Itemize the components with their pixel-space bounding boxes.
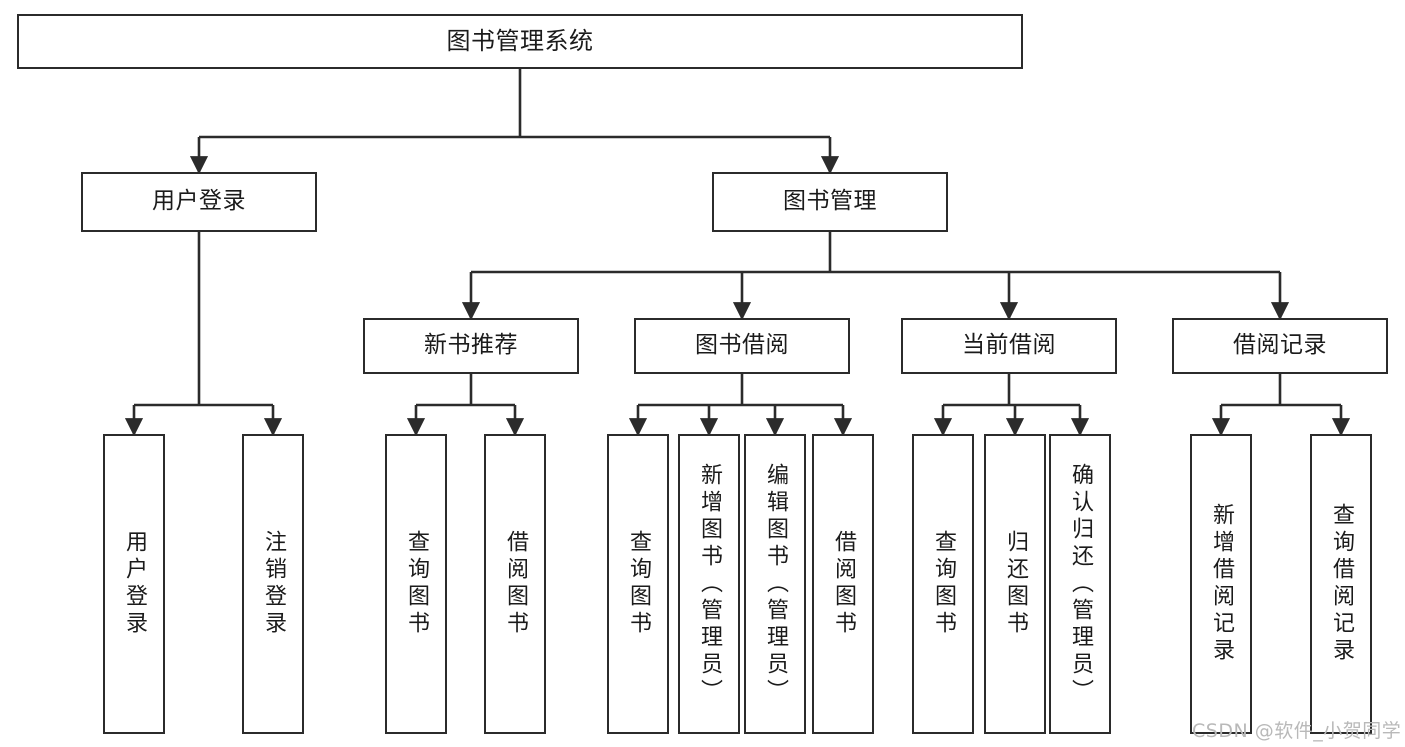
node-label: 归还图书 <box>1003 530 1028 638</box>
node-current-borrow[interactable]: 当前借阅 <box>901 318 1117 374</box>
leaf-query-book-current[interactable]: 查询图书 <box>912 434 974 734</box>
node-borrow-record[interactable]: 借阅记录 <box>1172 318 1388 374</box>
node-label: 注销登录 <box>261 530 286 638</box>
node-label: 查询借阅记录 <box>1329 503 1354 665</box>
node-label: 借阅记录 <box>1233 332 1327 359</box>
node-label: 图书借阅 <box>695 332 789 359</box>
node-book-borrow[interactable]: 图书借阅 <box>634 318 850 374</box>
node-label: 查询图书 <box>626 530 651 638</box>
csdn-watermark: CSDN @软件_小贺同学 <box>1192 720 1402 742</box>
leaf-add-book-admin[interactable]: 新增图书（管理员） <box>678 434 740 734</box>
leaf-return-book[interactable]: 归还图书 <box>984 434 1046 734</box>
leaf-logout[interactable]: 注销登录 <box>242 434 304 734</box>
node-book-management[interactable]: 图书管理 <box>712 172 948 232</box>
leaf-query-borrow-record[interactable]: 查询借阅记录 <box>1310 434 1372 734</box>
node-label: 查询图书 <box>931 530 956 638</box>
node-label: 查询图书 <box>404 530 429 638</box>
node-label: 借阅图书 <box>503 530 528 638</box>
node-label: 新书推荐 <box>424 332 518 359</box>
node-label: 用户登录 <box>122 530 147 638</box>
leaf-query-book-recommend[interactable]: 查询图书 <box>385 434 447 734</box>
node-root-system[interactable]: 图书管理系统 <box>17 14 1023 69</box>
node-user-login[interactable]: 用户登录 <box>81 172 317 232</box>
leaf-query-book-borrow[interactable]: 查询图书 <box>607 434 669 734</box>
leaf-add-borrow-record[interactable]: 新增借阅记录 <box>1190 434 1252 734</box>
leaf-confirm-return-admin[interactable]: 确认归还（管理员） <box>1049 434 1111 734</box>
node-label: 确认归还（管理员） <box>1068 462 1093 706</box>
node-label: 借阅图书 <box>831 530 856 638</box>
node-label: 新增图书（管理员） <box>697 462 722 706</box>
leaf-borrow-book[interactable]: 借阅图书 <box>812 434 874 734</box>
node-new-book-recommend[interactable]: 新书推荐 <box>363 318 579 374</box>
node-label: 编辑图书（管理员） <box>763 462 788 706</box>
node-label: 当前借阅 <box>962 332 1056 359</box>
node-label: 图书管理 <box>783 188 877 215</box>
leaf-edit-book-admin[interactable]: 编辑图书（管理员） <box>744 434 806 734</box>
leaf-borrow-book-recommend[interactable]: 借阅图书 <box>484 434 546 734</box>
node-label: 用户登录 <box>152 188 246 215</box>
leaf-user-login[interactable]: 用户登录 <box>103 434 165 734</box>
node-label: 新增借阅记录 <box>1209 503 1234 665</box>
node-label: 图书管理系统 <box>446 27 594 56</box>
